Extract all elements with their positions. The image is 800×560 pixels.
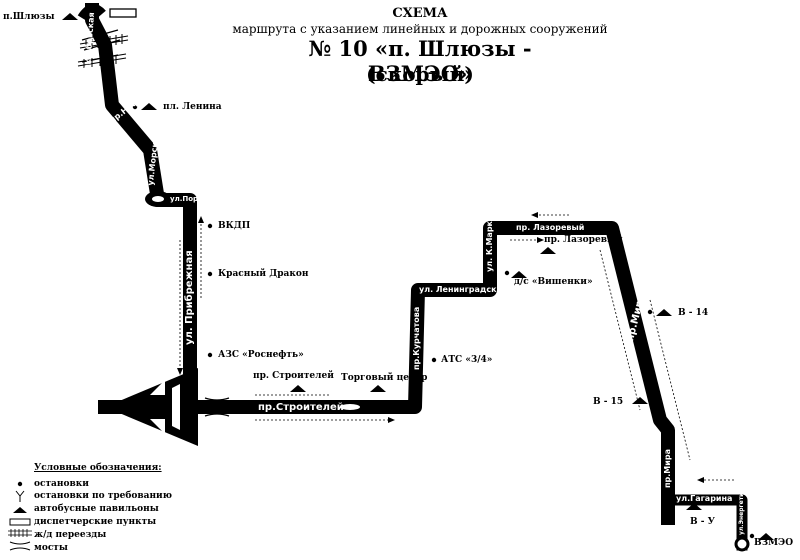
bus-pavilion-icons <box>62 13 774 540</box>
stop-azs: АЗС «Роснефть» <box>218 350 304 360</box>
street-stroiteley: пр.Строителей <box>258 402 344 413</box>
stop-dots <box>132 104 755 539</box>
street-k-marksa: ул. К.Маркса <box>485 210 494 272</box>
legend-dispatch-points: диспетчерские пункты <box>34 517 157 527</box>
terminal-loop <box>77 3 106 21</box>
legend-title: Условные обозначения: <box>34 463 162 473</box>
stop-vkdp: ВКДП <box>218 221 251 231</box>
legend-railway-crossings: ж/д переезды <box>34 530 107 540</box>
stop-lazorevy: пр. Лазоревый <box>544 235 623 245</box>
stop-torgovy-tsentr: Торговый центр <box>341 373 428 383</box>
route-type: (скорый) <box>366 62 474 86</box>
stop-v14: В - 14 <box>678 308 709 318</box>
street-lazorevy: пр. Лазоревый <box>516 223 585 232</box>
legend-bus-pavilions: автобусные павильоны <box>34 504 159 514</box>
stop-pr-stroiteley: пр. Строителей <box>253 371 334 381</box>
scheme-subtitle: маршрута с указанием линейных и дорожных… <box>232 22 608 36</box>
street-energetikov: ул.Энергетиков <box>738 480 745 535</box>
terminal-start-label: п.Шлюзы <box>3 12 55 22</box>
street-kurchatova: пр.Курчатова <box>412 306 421 370</box>
terminal-vzmeo-icon <box>734 536 750 552</box>
stop-vishenki: д/с «Вишенки» <box>514 277 593 287</box>
stop-krasny-drakon: Красный Дракон <box>218 269 309 279</box>
legend-request-stops: остановки по требованию <box>34 491 172 501</box>
dispatch-point-icon <box>109 8 137 18</box>
legend-bridges: мосты <box>34 543 68 553</box>
legend-symbols <box>8 481 32 551</box>
stop-vu: В - У <box>690 517 715 527</box>
street-mira: пр.Мира <box>663 449 672 488</box>
direction-arrows <box>179 214 735 481</box>
interchange <box>105 368 198 446</box>
street-pribrezhnaya: ул. Прибрежная <box>184 250 195 345</box>
terminal-end-label: ВЗМЭО <box>754 538 794 548</box>
route-name: № 10 «п. Шлюзы - ВЗМЭО» <box>308 36 532 86</box>
street-gagarina: ул.Гагарина <box>676 494 733 503</box>
arrow-heads <box>177 212 704 483</box>
stop-lenina: пл. Ленина <box>163 102 222 112</box>
street-portovaya: ул.Портовая <box>170 195 221 203</box>
stop-ats: АТС «3/4» <box>441 355 493 365</box>
road-island <box>340 404 360 410</box>
railway-crossing-symbols <box>77 34 129 68</box>
street-leningradskaya: ул. Ленинградская <box>419 285 508 294</box>
stop-v15: В - 15 <box>593 397 624 407</box>
legend-stops: остановки <box>34 479 89 489</box>
scheme-title: СХЕМА <box>392 6 448 21</box>
